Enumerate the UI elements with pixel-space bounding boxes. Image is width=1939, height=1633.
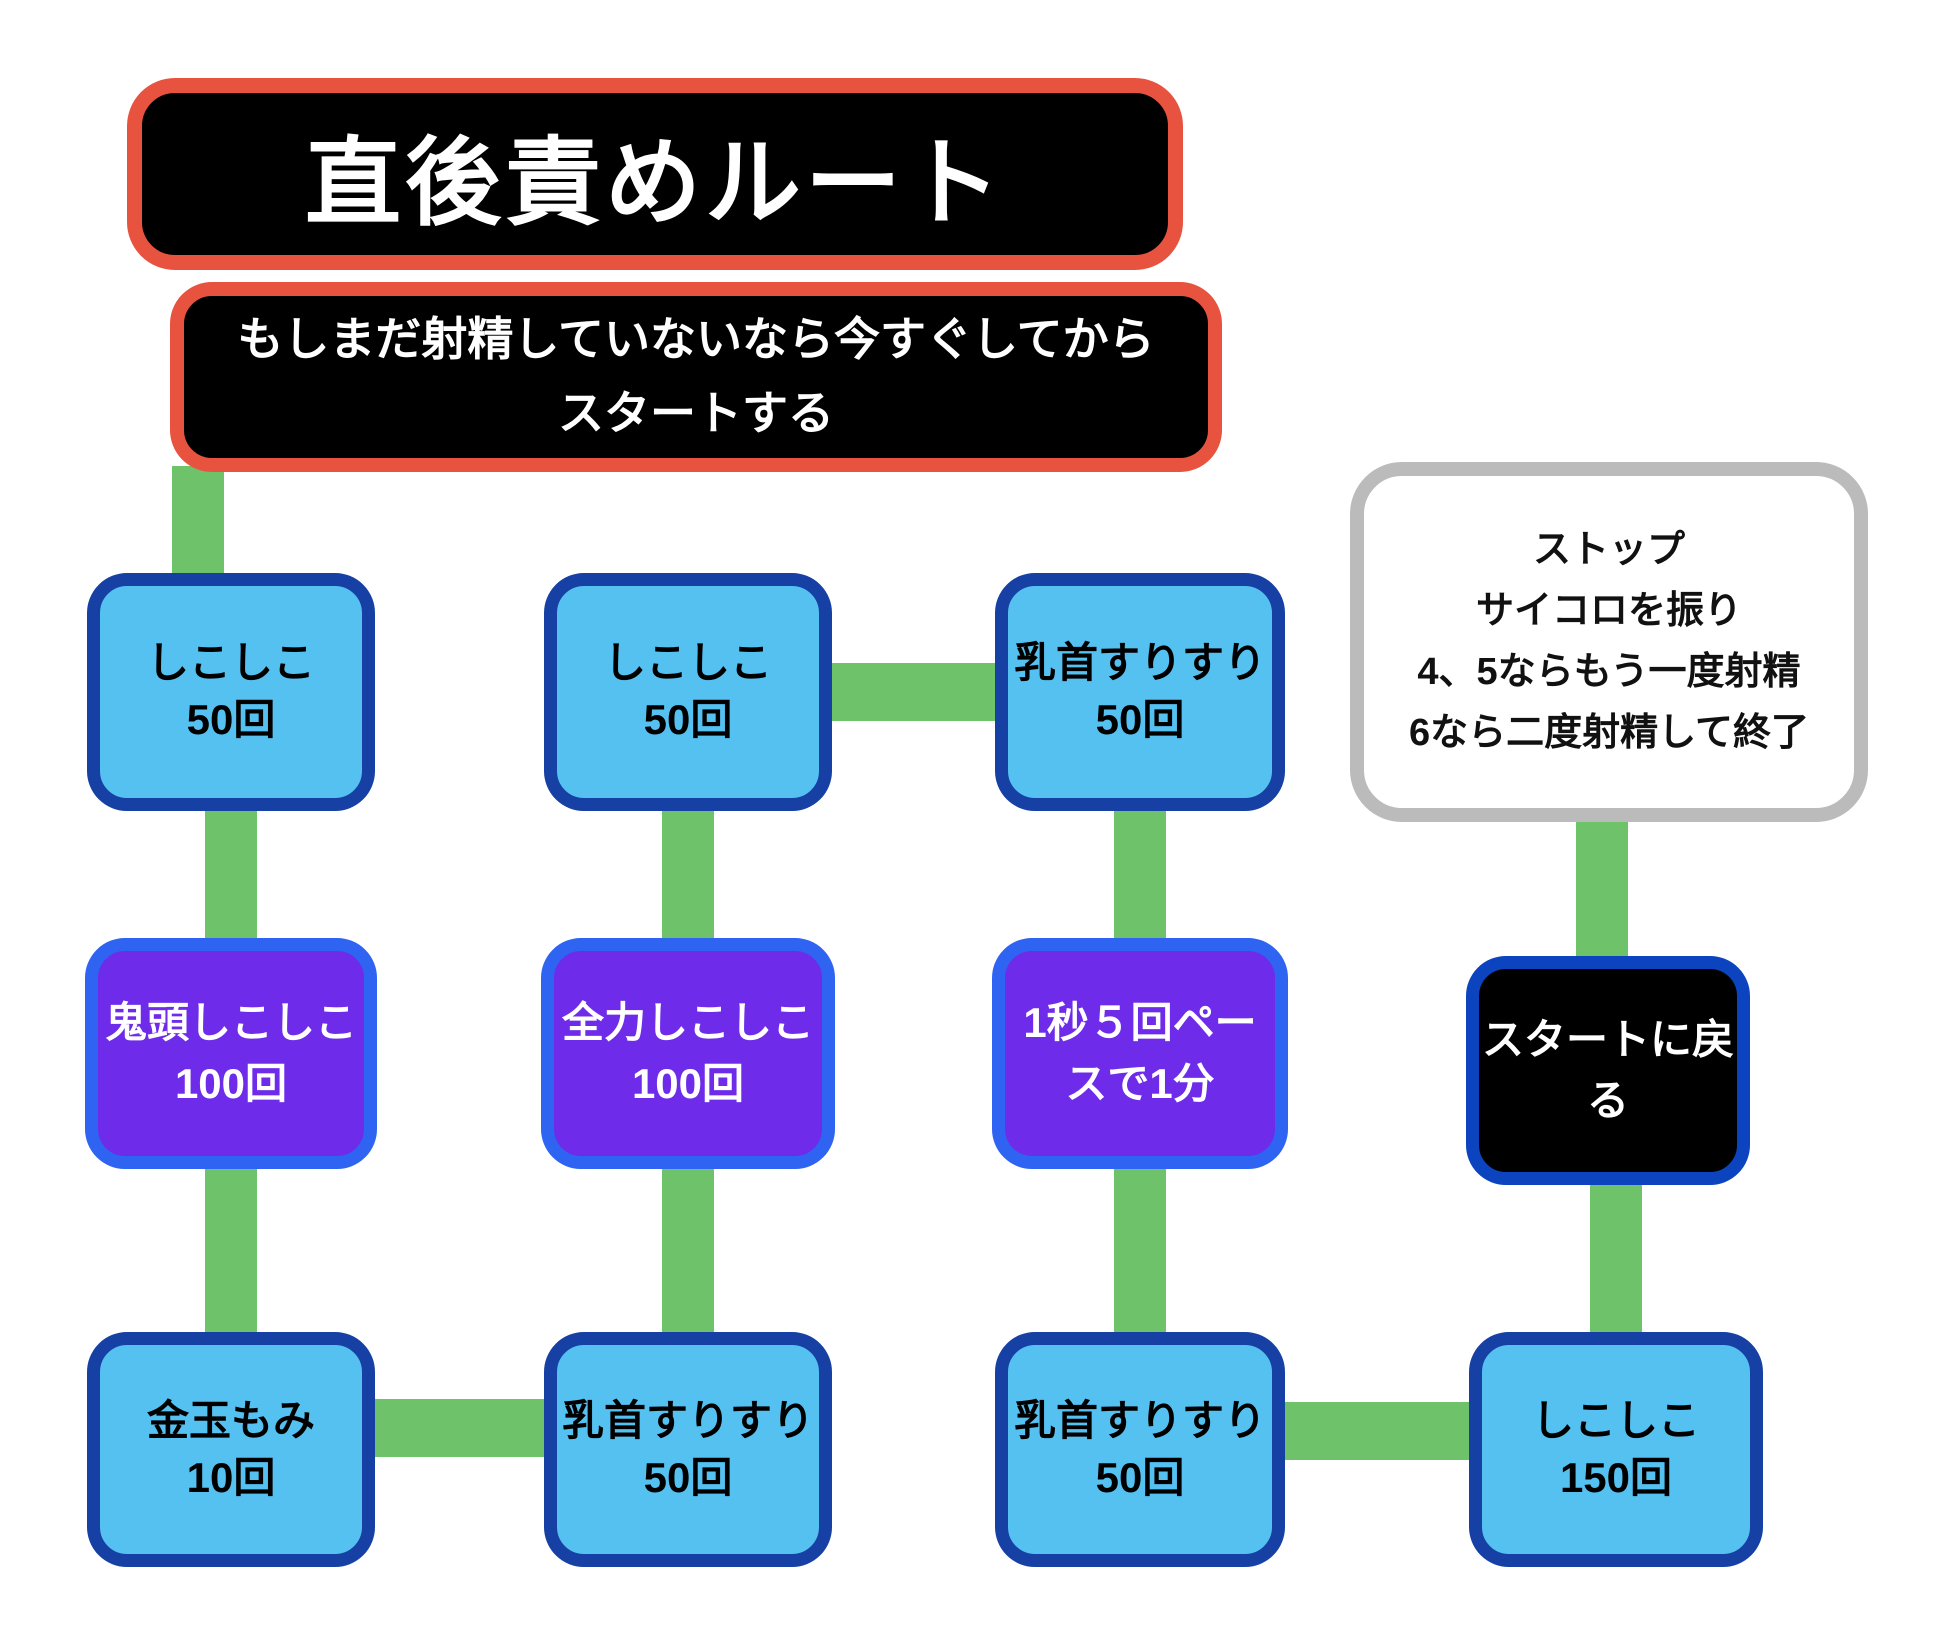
node-c3r3-chikubi-surisuri-50: 乳首すりすり 50回	[995, 1332, 1285, 1567]
connector-c3r2-c3r3	[1114, 1164, 1166, 1336]
node-c3r2-text: 1秒５回ペー スで1分	[1023, 998, 1257, 1107]
connector-c4r3-c4r2	[1590, 1183, 1642, 1335]
node-c3r1-chikubi-surisuri-50: 乳首すりすり 50回	[995, 573, 1285, 811]
connector-c1r2-c1r3	[205, 1164, 257, 1336]
node-c4r2-text: スタートに戻 る	[1481, 1015, 1734, 1124]
node-c2r3-text: 乳首すりすり 50回	[561, 1396, 814, 1501]
node-c1r3-text: 金玉もみ 10回	[146, 1396, 315, 1501]
connector-c3r1-c3r2	[1114, 806, 1166, 943]
connector-c1r3-c2r3	[372, 1399, 548, 1457]
node-c2r1-shikoshiko-50: しこしこ 50回	[544, 573, 832, 811]
stop-note-box: ストップ サイコロを振り 4、5ならもう一度射精 6なら二度射精して終了	[1350, 462, 1868, 822]
connector-start-to-c1r1	[172, 466, 224, 578]
node-c1r1-shikoshiko-50: しこしこ 50回	[87, 573, 375, 811]
node-c2r2-zenryoku-shikoshiko-100: 全力しこしこ 100回	[541, 938, 835, 1169]
node-c1r1-text: しこしこ 50回	[146, 639, 315, 743]
node-c4r3-text: しこしこ 150回	[1531, 1396, 1700, 1501]
node-c1r2-kito-shikoshiko-100: 鬼頭しこしこ 100回	[85, 938, 377, 1169]
node-c3r1-text: 乳首すりすり 50回	[1013, 639, 1266, 743]
connector-c4r2-stop	[1576, 820, 1628, 960]
node-c1r3-kintama-momi-10: 金玉もみ 10回	[87, 1332, 375, 1567]
connector-c2r3-c2r2	[662, 1164, 714, 1336]
node-c2r1-text: しこしこ 50回	[603, 639, 772, 743]
connector-c1r1-c1r2	[205, 806, 257, 943]
node-c3r2-1byo-5kai-pace-1min: 1秒５回ペー スで1分	[992, 938, 1288, 1169]
connector-c2r1-c3r1	[830, 663, 998, 721]
node-c4r2-return-to-start: スタートに戻 る	[1466, 956, 1750, 1185]
connector-c2r2-c2r1	[662, 806, 714, 943]
node-c2r2-text: 全力しこしこ 100回	[561, 998, 814, 1107]
node-c2r3-chikubi-surisuri-50: 乳首すりすり 50回	[544, 1332, 832, 1567]
start-note-box: もしまだ射精していないなら今すぐしてから スタートする	[170, 282, 1222, 472]
start-note-text: もしまだ射精していないなら今すぐしてから スタートする	[237, 313, 1155, 439]
node-c4r3-shikoshiko-150: しこしこ 150回	[1469, 1332, 1763, 1567]
title-text: 直後責めルート	[305, 129, 1005, 237]
stop-note-text: ストップ サイコロを振り 4、5ならもう一度射精 6なら二度射精して終了	[1409, 529, 1809, 754]
connector-c3r3-c4r3	[1283, 1402, 1473, 1460]
node-c1r2-text: 鬼頭しこしこ 100回	[104, 998, 357, 1107]
node-c3r3-text: 乳首すりすり 50回	[1013, 1396, 1266, 1501]
title-box: 直後責めルート	[127, 78, 1183, 270]
